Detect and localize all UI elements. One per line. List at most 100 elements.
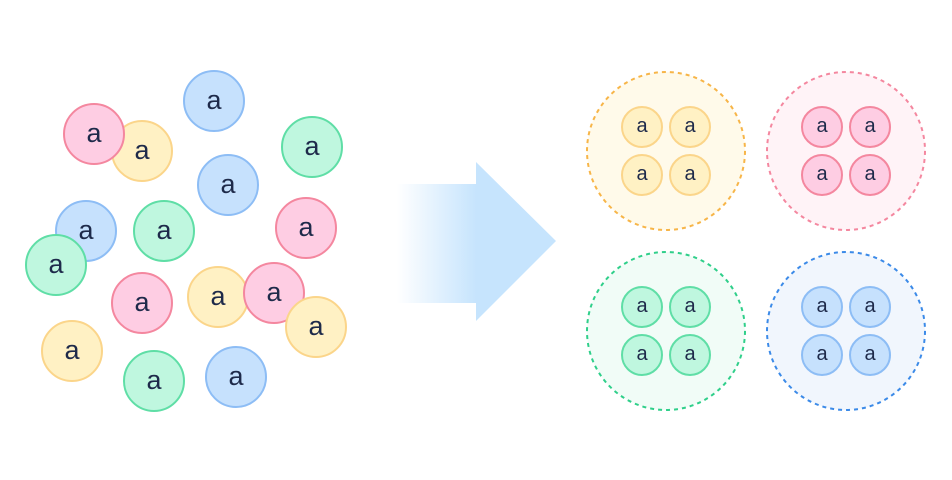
item-circle [849,106,891,148]
item-circle [197,154,259,216]
item-pink: a [801,106,843,148]
item-circle [63,103,125,165]
item-circle [849,154,891,196]
item-pink: a [243,262,305,324]
item-circle [25,234,87,296]
item-label: a [298,212,314,242]
item-label: a [220,169,236,199]
group-blue: a a a a [766,251,926,411]
item-pink: a [801,154,843,196]
item-green: a [25,234,87,296]
item-pink: a [63,103,125,165]
item-label: a [816,163,828,185]
group-boundary [766,251,926,411]
item-circle [849,334,891,376]
group-boundary [766,71,926,231]
item-circle [801,334,843,376]
item-yellow: a [41,320,103,382]
item-label: a [86,118,102,148]
item-label: a [684,163,696,185]
item-label: a [64,335,80,365]
item-label: a [864,163,876,185]
item-label: a [864,343,876,365]
item-yellow: a [669,154,711,196]
item-label: a [134,287,150,317]
item-circle [669,286,711,328]
item-blue: a [849,286,891,328]
arrow-right-icon [397,162,556,321]
group-boundary [586,251,746,411]
item-blue: a [197,154,259,216]
item-circle [669,106,711,148]
item-circle [285,296,347,358]
item-yellow: a [621,154,663,196]
item-pink: a [849,106,891,148]
item-green: a [669,334,711,376]
item-green: a [281,116,343,178]
item-circle [41,320,103,382]
item-circle [281,116,343,178]
item-label: a [636,115,648,137]
item-pink: a [275,197,337,259]
item-green: a [621,286,663,328]
item-circle [621,334,663,376]
item-label: a [684,343,696,365]
item-circle [801,154,843,196]
item-blue: a [801,334,843,376]
item-label: a [816,343,828,365]
item-label: a [816,115,828,137]
item-circle [275,197,337,259]
item-circle [669,334,711,376]
item-label: a [156,215,172,245]
item-blue: a [205,346,267,408]
item-label: a [636,295,648,317]
item-label: a [308,311,324,341]
item-blue: a [849,334,891,376]
item-green: a [123,350,185,412]
item-circle [621,286,663,328]
item-green: a [621,334,663,376]
item-circle [669,154,711,196]
item-circle [123,350,185,412]
item-yellow: a [285,296,347,358]
item-label: a [684,115,696,137]
item-label: a [206,85,222,115]
item-green: a [669,286,711,328]
item-label: a [48,249,64,279]
item-yellow: a [111,120,173,182]
item-label: a [636,163,648,185]
item-circle [205,346,267,408]
item-circle [621,106,663,148]
item-circle [801,286,843,328]
item-label: a [864,295,876,317]
item-green: a [133,200,195,262]
item-label: a [816,295,828,317]
item-circle [801,106,843,148]
item-circle [849,286,891,328]
item-pink: a [849,154,891,196]
item-label: a [636,343,648,365]
group-green: a a a a [586,251,746,411]
item-circle [183,70,245,132]
item-blue: a [801,286,843,328]
item-yellow: a [187,266,249,328]
group-boundary [586,71,746,231]
item-circle [133,200,195,262]
item-label: a [78,215,94,245]
item-yellow: a [669,106,711,148]
item-label: a [134,135,150,165]
item-label: a [146,365,162,395]
item-label: a [228,361,244,391]
item-blue: a [183,70,245,132]
group-yellow: a a a a [586,71,746,231]
item-label: a [304,131,320,161]
item-label: a [684,295,696,317]
item-circle [243,262,305,324]
item-label: a [210,281,226,311]
item-yellow: a [621,106,663,148]
item-label: a [266,277,282,307]
